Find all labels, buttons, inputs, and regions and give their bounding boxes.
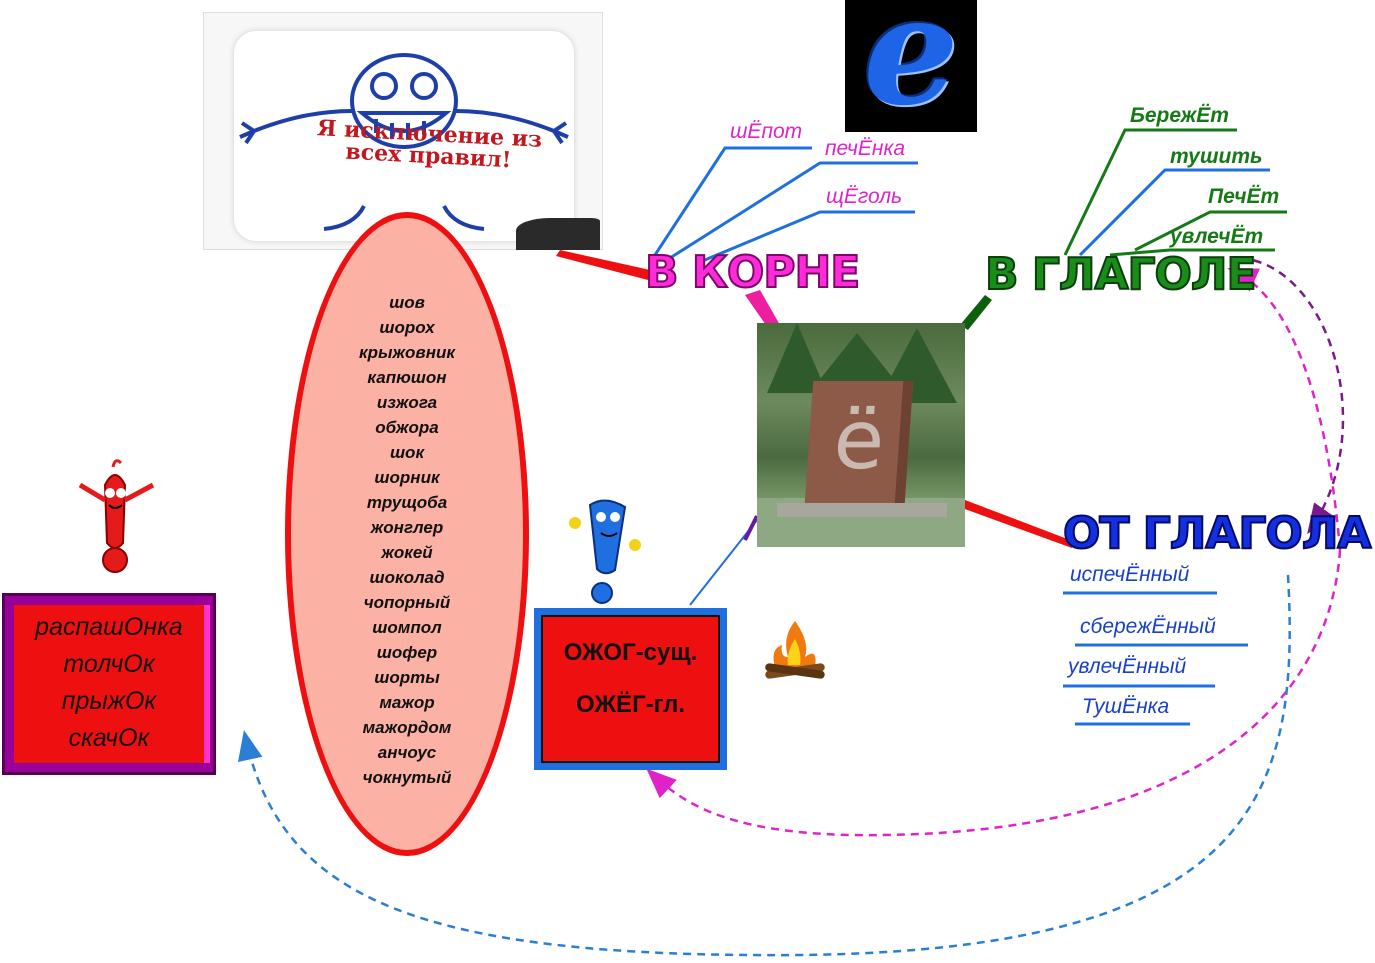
exception-word: шоколад	[369, 568, 445, 587]
ozhog-verb: ОЖЁГ-гл.	[575, 691, 685, 718]
ozhog-box: ОЖОГ-сущ. ОЖЁГ-гл.	[534, 608, 727, 770]
heading-root: В КОРНЕ	[644, 246, 861, 299]
suffix-word: толчОк	[63, 650, 155, 678]
exception-word: шорник	[374, 468, 440, 487]
e-logo: e	[845, 0, 977, 132]
fromverb-word: сбережЁнный	[1080, 615, 1216, 638]
fromverb-word: испечЁнный	[1070, 563, 1190, 586]
exception-word: жокей	[381, 543, 433, 562]
exception-word: шомпол	[372, 618, 442, 637]
monument-letter: ё	[830, 393, 888, 488]
exception-word: мажордом	[362, 718, 452, 737]
exception-word: капюшон	[367, 368, 447, 387]
trees-icon	[757, 323, 965, 547]
exception-word: чопорный	[363, 593, 451, 612]
root-branches	[653, 146, 918, 264]
exceptions-list: шов шорох крыжовник капюшон изжога обжор…	[291, 290, 523, 790]
e-letter: e	[863, 0, 959, 139]
suffix-word: распашОнка	[35, 613, 183, 641]
exception-word: обжора	[375, 418, 439, 437]
exception-word: трущоба	[366, 493, 448, 512]
exception-word: шок	[389, 443, 425, 462]
exception-word: жонглер	[370, 518, 444, 537]
exception-word: шорты	[374, 668, 440, 687]
exceptions-ellipse: шов шорох крыжовник капюшон изжога обжор…	[285, 212, 529, 856]
heading-verb: В ГЛАГОЛЕ	[984, 248, 1258, 301]
monument-stone: ё	[804, 381, 914, 503]
verb-word: БережЁт	[1130, 104, 1229, 127]
exception-word: шов	[389, 293, 425, 312]
yo-monument-photo: ё	[757, 323, 965, 547]
verb-word: увлечЁт	[1170, 225, 1264, 248]
fromverb-word: увлечЁнный	[1068, 655, 1187, 678]
dashed-arrow-purple	[1239, 256, 1345, 535]
suffix-word: скачОк	[68, 724, 150, 752]
poster-connector	[556, 250, 650, 280]
campfire-icon	[765, 621, 825, 679]
root-word: шЁпот	[730, 120, 803, 143]
exception-word: мажор	[379, 693, 435, 712]
suffix-word: прыжОк	[61, 687, 157, 715]
heading-from-verb: ОТ ГЛАГОЛА	[1062, 507, 1372, 560]
exception-poster: Я исключение из всех правил!	[203, 12, 603, 250]
fromverb-word: ТушЁнка	[1082, 695, 1170, 718]
red-exclamation-icon	[78, 459, 155, 573]
root-connector	[745, 290, 780, 328]
exception-word: крыжовник	[359, 343, 455, 362]
blue-exclamation-icon	[569, 499, 641, 604]
exception-word: шорох	[379, 318, 435, 337]
ozhog-noun: ОЖОГ-сущ.	[563, 639, 698, 666]
smiley-icon	[239, 53, 569, 231]
root-word: щЁголь	[826, 185, 903, 208]
fromverb-connector	[962, 500, 1072, 548]
mouse-icon	[516, 218, 600, 250]
verb-word: тушить	[1170, 145, 1263, 168]
suffix-words-box: распашОнка толчОк прыжОк скачОк	[2, 593, 216, 775]
exception-word: чокнутый	[362, 768, 452, 787]
verb-branches	[1063, 128, 1287, 257]
exception-word: анчоус	[377, 743, 437, 762]
verb-word: ПечЁт	[1208, 185, 1280, 208]
dashed-arrow-pink	[646, 549, 1342, 837]
fromverb-underlines	[1063, 591, 1248, 726]
exception-word: шофер	[376, 643, 438, 662]
verb-connector	[960, 295, 992, 330]
dashed-arrow-blue	[237, 574, 1291, 957]
root-word: печЁнка	[825, 137, 906, 160]
exception-word: изжога	[376, 393, 438, 412]
